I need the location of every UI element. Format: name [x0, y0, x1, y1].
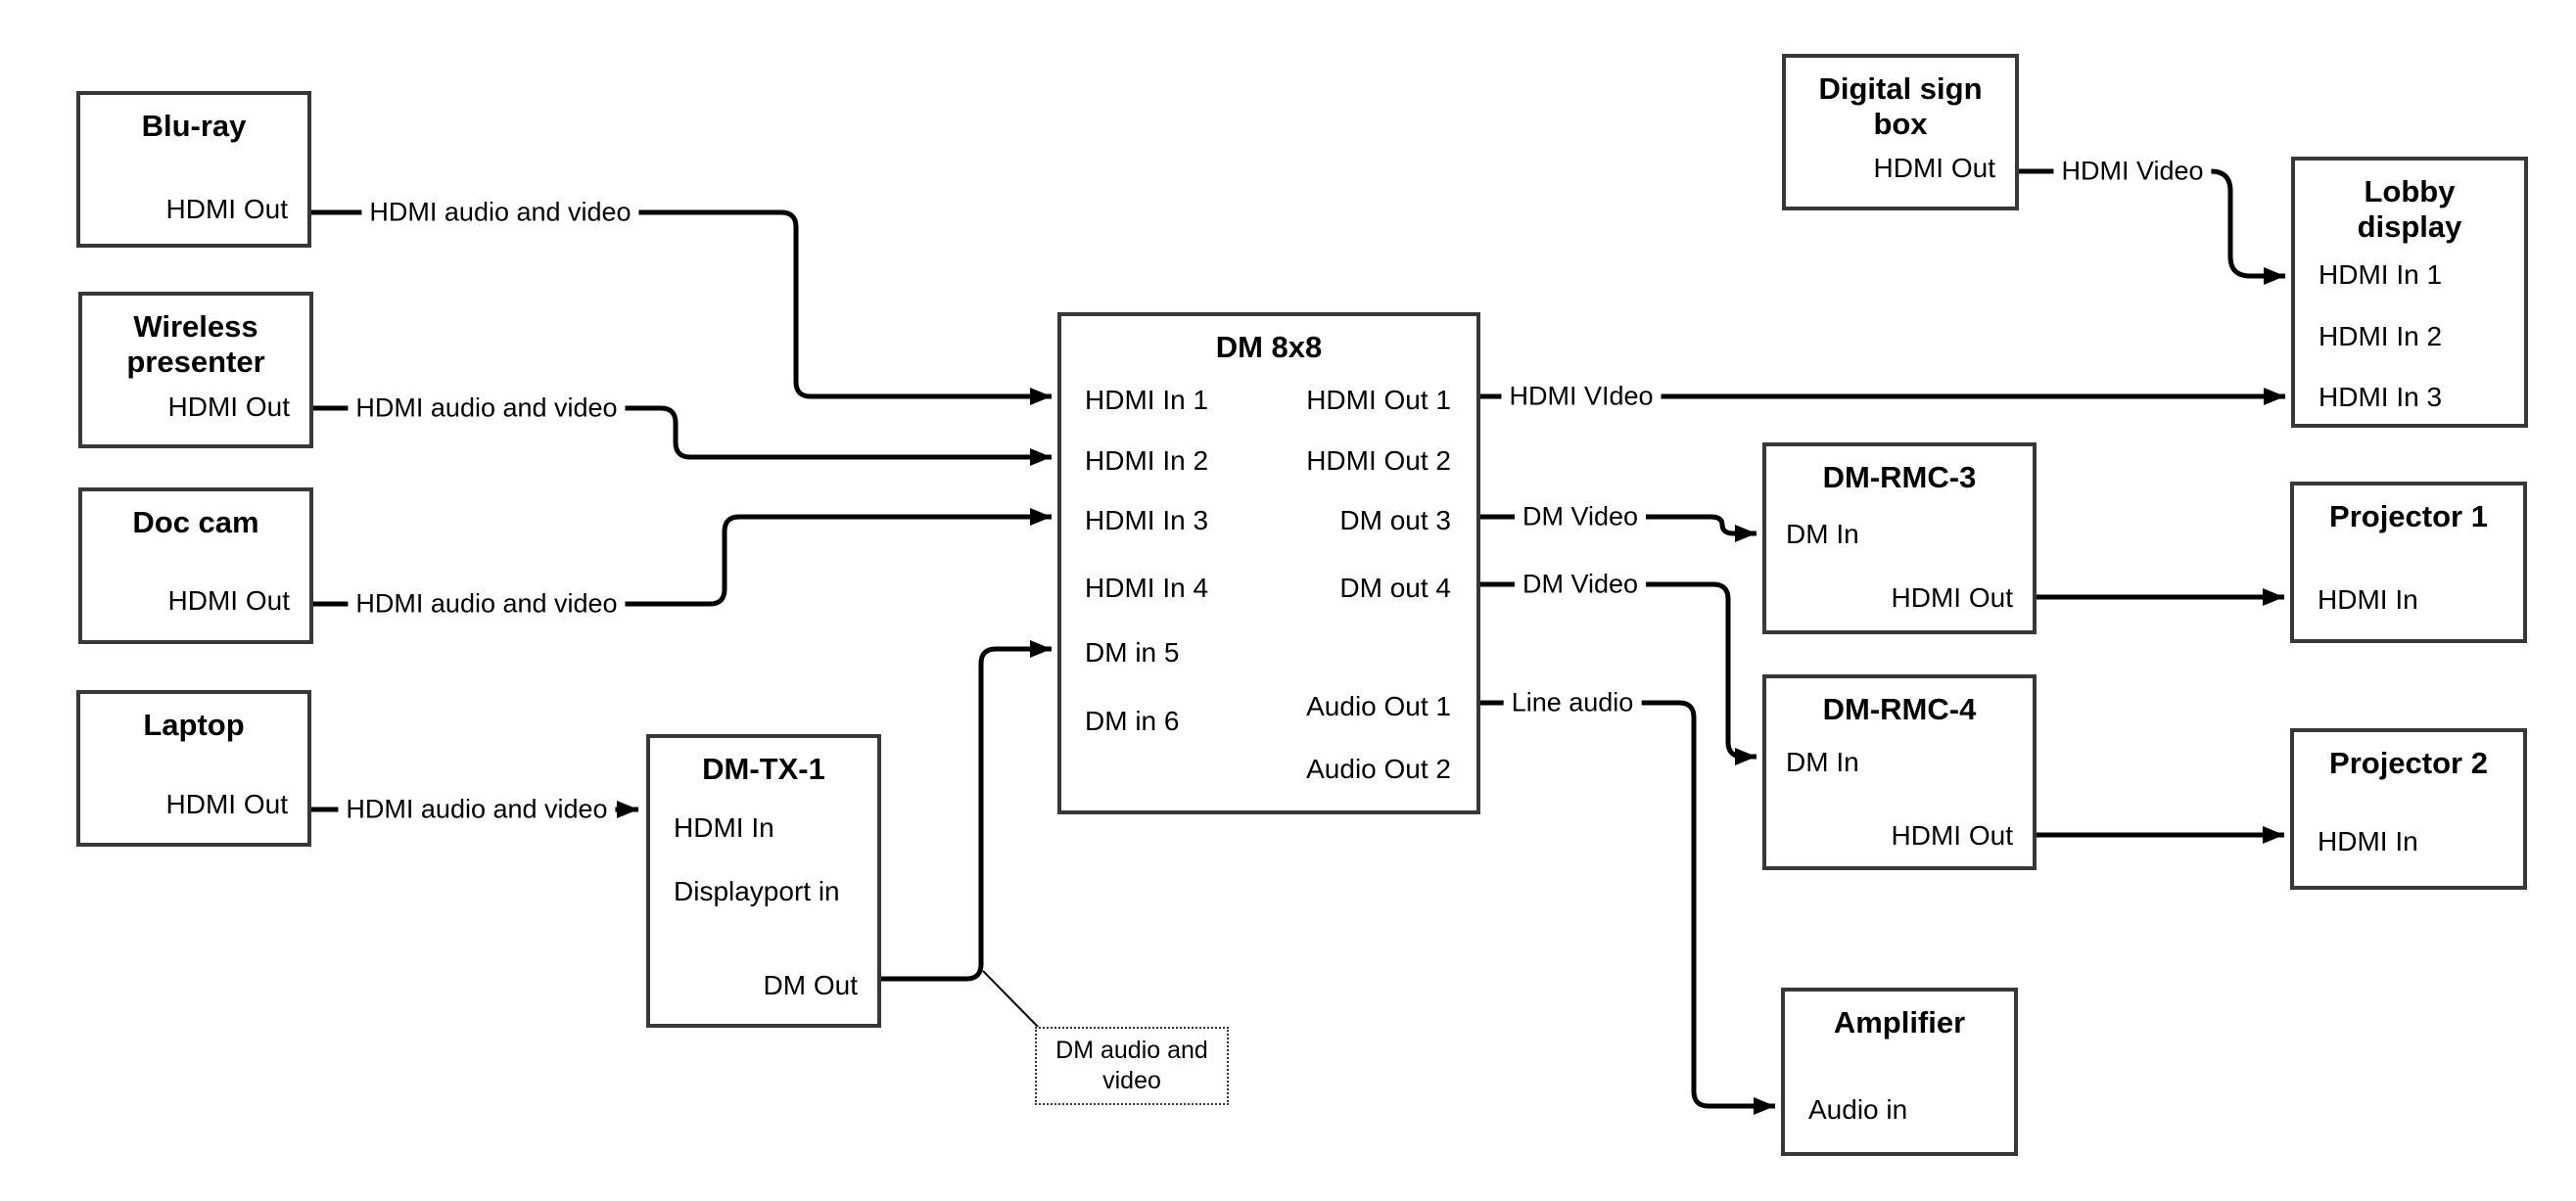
node-title: DM 8x8: [1215, 330, 1323, 364]
edge-label-hdmi-audio-video-4[interactable]: HDMI audio and video: [338, 793, 616, 826]
edge-dmtx1-to-dm8x8-in5[interactable]: [881, 640, 1052, 982]
node-title: DM-RMC-3: [1822, 460, 1977, 494]
edge-label-hdmi-video[interactable]: HDMI Video: [2053, 155, 2212, 188]
edge-label-dm-video-1[interactable]: DM Video: [1514, 500, 1647, 533]
edge-label-hdmi-audio-video-2[interactable]: HDMI audio and video: [348, 392, 626, 425]
port-hdmi-out: HDMI Out: [1873, 153, 1995, 183]
port-hdmi-in-4: HDMI In 4: [1085, 573, 1209, 603]
edge-label-dm-video-2[interactable]: DM Video: [1514, 568, 1647, 601]
port-dm-out-4: DM out 4: [1339, 573, 1451, 603]
port-dm-in: DM In: [1786, 519, 1859, 549]
node-title: DM-TX-1: [702, 752, 825, 786]
node-wireless-presenter[interactable]: Wireless presenter HDMI Out: [78, 292, 313, 448]
node-lobby-display[interactable]: Lobby display HDMI In 1 HDMI In 2 HDMI I…: [2291, 157, 2528, 428]
port-hdmi-in: HDMI In: [674, 812, 774, 843]
node-title: Projector 1: [2329, 499, 2488, 533]
node-digital-sign-box[interactable]: Digital sign box HDMI Out: [1782, 54, 2019, 210]
port-hdmi-in: HDMI In: [2318, 584, 2418, 615]
port-hdmi-out: HDMI Out: [1891, 582, 2013, 613]
port-hdmi-in-1: HDMI In 1: [2318, 259, 2443, 290]
node-dm-tx-1[interactable]: DM-TX-1 HDMI In Displayport in DM Out: [646, 734, 881, 1028]
port-audio-in: Audio in: [1808, 1094, 1908, 1125]
edge-label-hdmi-audio-video-1[interactable]: HDMI audio and video: [361, 196, 639, 229]
port-audio-out-2: Audio Out 2: [1306, 754, 1451, 784]
port-hdmi-out: HDMI Out: [167, 585, 290, 616]
edge-bluray-to-dm8x8-in1[interactable]: [311, 209, 1052, 405]
node-dm-rmc-3[interactable]: DM-RMC-3 DM In HDMI Out: [1762, 442, 2037, 634]
port-displayport-in: Displayport in: [674, 876, 840, 906]
edge-wireless-to-dm8x8-in2[interactable]: [313, 405, 1052, 466]
annotation-leader-line: [982, 970, 1039, 1028]
edge-label-hdmi-audio-video-3[interactable]: HDMI audio and video: [348, 587, 626, 621]
edge-dm8x8-out3-to-rmc3[interactable]: [1480, 514, 1756, 542]
node-doc-cam[interactable]: Doc cam HDMI Out: [78, 487, 313, 644]
node-dm-rmc-4[interactable]: DM-RMC-4 DM In HDMI Out: [1762, 674, 2037, 870]
port-dm-out: DM Out: [763, 970, 858, 1000]
port-hdmi-out: HDMI Out: [165, 789, 288, 819]
port-hdmi-out-2: HDMI Out 2: [1306, 445, 1451, 476]
node-laptop[interactable]: Laptop HDMI Out: [76, 690, 311, 847]
node-blu-ray[interactable]: Blu-ray HDMI Out: [76, 91, 311, 248]
annotation-dm-audio-and-video[interactable]: DM audio and video: [1035, 1027, 1229, 1105]
port-hdmi-out-1: HDMI Out 1: [1306, 385, 1451, 415]
edge-dm8x8-aout1-to-amplifier[interactable]: [1480, 700, 1775, 1115]
port-dm-in-5: DM in 5: [1085, 637, 1180, 668]
node-title: Digital sign box: [1818, 71, 1983, 141]
port-dm-in-6: DM in 6: [1085, 706, 1180, 736]
port-hdmi-out: HDMI Out: [1891, 820, 2013, 851]
node-projector-2[interactable]: Projector 2 HDMI In: [2290, 728, 2527, 890]
node-amplifier[interactable]: Amplifier Audio in: [1781, 988, 2018, 1156]
port-hdmi-in-2: HDMI In 2: [1085, 445, 1209, 476]
node-projector-1[interactable]: Projector 1 HDMI In: [2290, 482, 2527, 643]
port-hdmi-in: HDMI In: [2318, 826, 2418, 856]
port-dm-out-3: DM out 3: [1339, 505, 1451, 535]
edge-doccam-to-dm8x8-in3[interactable]: [313, 508, 1052, 607]
port-hdmi-in-3: HDMI In 3: [1085, 505, 1209, 535]
port-audio-out-1: Audio Out 1: [1306, 691, 1451, 721]
node-dm-8x8[interactable]: DM 8x8 HDMI In 1 HDMI In 2 HDMI In 3 HDM…: [1057, 312, 1480, 814]
port-hdmi-in-2: HDMI In 2: [2318, 321, 2443, 351]
edge-dm8x8-out4-to-rmc4[interactable]: [1480, 581, 1756, 765]
port-hdmi-out: HDMI Out: [165, 194, 288, 224]
node-title: Doc cam: [132, 505, 259, 539]
node-title: DM-RMC-4: [1822, 692, 1977, 726]
node-title: Amplifier: [1833, 1005, 1966, 1039]
node-title: Wireless presenter: [126, 309, 265, 379]
edge-label-line-audio[interactable]: Line audio: [1503, 686, 1642, 719]
node-title: Blu-ray: [141, 109, 247, 143]
port-hdmi-in-3: HDMI In 3: [2318, 382, 2443, 412]
port-hdmi-in-1: HDMI In 1: [1085, 385, 1209, 415]
edge-label-hdmi-video-typo[interactable]: HDMI VIdeo: [1501, 380, 1662, 413]
node-title: Lobby display: [2357, 174, 2462, 244]
node-title: Projector 2: [2329, 746, 2488, 780]
port-hdmi-out: HDMI Out: [167, 392, 290, 422]
port-dm-in: DM In: [1786, 747, 1859, 777]
edge-sign-to-lobby-in1[interactable]: [2019, 168, 2285, 285]
node-title: Laptop: [143, 708, 245, 742]
